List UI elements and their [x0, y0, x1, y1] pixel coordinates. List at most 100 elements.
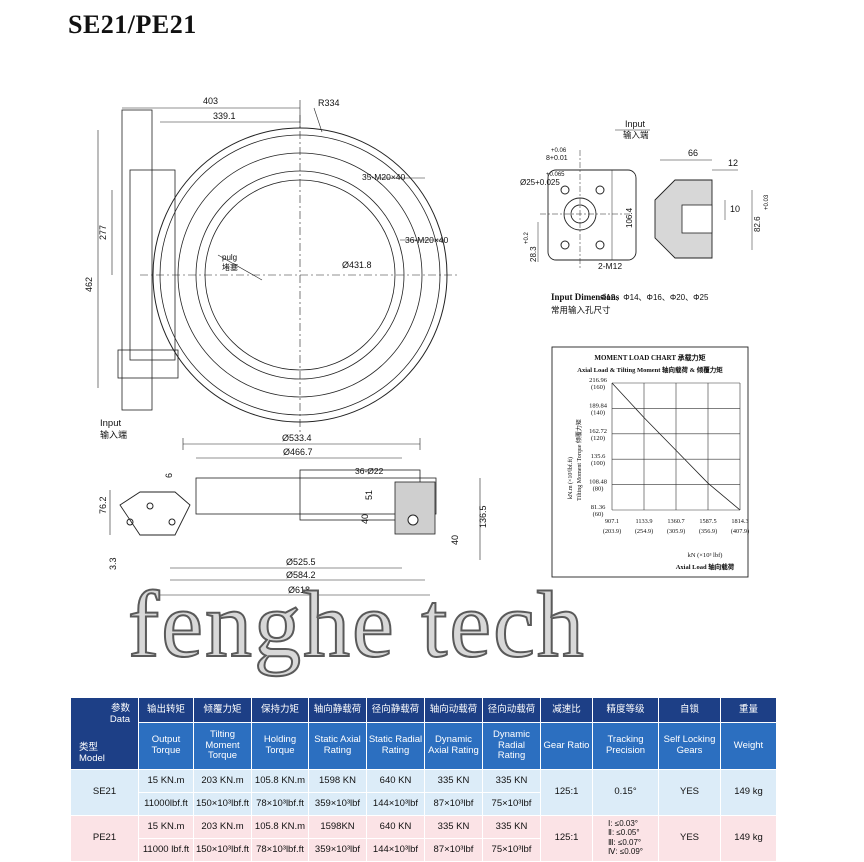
tol-3: +0.065 [546, 172, 565, 178]
chart-y-tick: 216.96 [589, 377, 608, 384]
tol-5: +0.03 [764, 194, 770, 210]
dim-r334: R334 [318, 98, 340, 108]
chart-frame [551, 346, 749, 578]
cell: 144×10³lbf [366, 838, 425, 862]
chart-y-tick: 162.72 [589, 428, 607, 435]
cell: 203 KN.m [193, 815, 252, 839]
technical-drawing: 403 339.1 R334 35-M20×40 36-M20×40 Ø431.… [84, 96, 770, 596]
cell: 144×10³lbf [366, 792, 425, 816]
dim-403: 403 [203, 96, 218, 106]
chart-x-tick-alt: (356.9) [699, 528, 717, 535]
dim-35-m20: 35-M20×40 [362, 172, 406, 182]
chart-x-tick-alt: (254.9) [635, 528, 653, 535]
watermark: fenghe tech [127, 573, 586, 677]
chart-x-tick: 1360.7 [667, 518, 684, 525]
input-label: Input [100, 418, 121, 429]
dim-d431: Ø431.8 [342, 260, 372, 270]
dim-12: 12 [728, 158, 738, 168]
page-title: SE21/PE21 [68, 10, 197, 39]
cell: 640 KN [366, 769, 425, 793]
dim-d466: Ø466.7 [283, 447, 313, 457]
cell: 15 KN.m [138, 769, 194, 793]
dim-3-3: 3.3 [108, 557, 118, 570]
cell: 335 KN [482, 769, 541, 793]
model-cell: PE21 [70, 815, 139, 862]
cell: 149 kg [720, 769, 777, 816]
chart-x-tick-alt: (305.9) [667, 528, 685, 535]
cell: 87×10³lbf [424, 792, 483, 816]
chart-y-tick-alt: (160) [591, 384, 605, 391]
dim-106: 106.4 [625, 207, 634, 228]
chart-x-tick-alt: (203.9) [603, 528, 621, 535]
cell: 15 KN.m [138, 815, 194, 839]
input-dims-cn: 常用输入孔尺寸 [551, 305, 611, 315]
col-en: Dynamic Axial Rating [424, 722, 483, 770]
moment-load-chart: MOMENT LOAD CHART 承载力矩 Axial Load & Tilt… [567, 353, 749, 571]
chart-xlabel2: Axial Load 轴向载荷 [676, 562, 735, 571]
precision-cell: Ⅰ: ≤0.03° Ⅱ: ≤0.05° Ⅲ: ≤0.07° Ⅳ: ≤0.09° [592, 815, 659, 862]
chart-y-tick-alt: (120) [591, 435, 605, 442]
dim-6: 6 [164, 473, 174, 478]
chart-y-tick-alt: (140) [591, 409, 605, 416]
col-cn: 保持力矩 [251, 697, 309, 723]
chart-y-tick: 135.6 [591, 453, 606, 460]
cell: 335 KN [424, 769, 483, 793]
cell: YES [658, 769, 721, 816]
col-en: Tilting Moment Torque [193, 722, 252, 770]
cell: 125:1 [540, 815, 593, 862]
dim-36-d22: 36-Ø22 [355, 466, 384, 476]
cell: 203 KN.m [193, 769, 252, 793]
cell: 359×10³lbf [308, 792, 367, 816]
chart-x-tick: 1814.3 [731, 518, 748, 525]
chart-x-tick-alt: (407.9) [731, 528, 749, 535]
dim-28: 28.3 [529, 246, 538, 262]
chart-y-tick-alt: (60) [593, 511, 604, 518]
cell: 1598KN [308, 815, 367, 839]
detail-input-label-cn: 输入端 [623, 130, 649, 140]
cell: 335 KN [424, 815, 483, 839]
chart-xlabel: kN (×10³ lbf) [688, 552, 723, 559]
col-cn: 轴向静载荷 [308, 697, 367, 723]
cell: 640 KN [366, 815, 425, 839]
chart-ylabel: Tilting Moment Torque 倾覆力矩 [575, 419, 583, 501]
bore-dim: Ø25+0.025 [520, 178, 560, 187]
cell: 125:1 [540, 769, 593, 816]
cell: 87×10³lbf [424, 838, 483, 862]
col-cn: 重量 [720, 697, 777, 723]
dim-82: 82.6 [753, 216, 762, 232]
dim-10: 10 [730, 204, 740, 214]
chart-subtitle: Axial Load & Tilting Moment 轴向载荷 & 倾覆力矩 [577, 365, 723, 374]
cell: 105.8 KN.m [251, 815, 309, 839]
cell: 11000lbf.ft [138, 792, 194, 816]
cell: 78×10³lbf.ft [251, 838, 309, 862]
chart-y-tick: 108.48 [589, 479, 607, 486]
plug-label-cn: 堵塞 [222, 262, 238, 272]
cell: 105.8 KN.m [251, 769, 309, 793]
dim-40b: 40 [450, 535, 460, 545]
dim-d525: Ø525.5 [286, 557, 316, 567]
input-dims-list: Φ12、Φ14、Φ16、Φ20、Φ25 [600, 293, 709, 302]
col-cn: 自锁 [658, 697, 721, 723]
m12-label: 2-M12 [598, 261, 622, 271]
dim-136: 136.5 [478, 505, 488, 528]
col-en: Output Torque [138, 722, 194, 770]
cell: 335 KN [482, 815, 541, 839]
chart-y-tick: 189.84 [589, 402, 608, 409]
cell: 149 kg [720, 815, 777, 862]
dim-66: 66 [688, 148, 698, 158]
col-cn: 径向动载荷 [482, 697, 541, 723]
chart-x-tick: 1133.9 [635, 518, 652, 525]
chart-series-line [611, 382, 741, 511]
dim-339: 339.1 [213, 111, 236, 121]
cell: 150×10³lbf.ft [193, 792, 252, 816]
dim-76: 76.2 [98, 496, 108, 514]
cell: 78×10³lbf.ft [251, 792, 309, 816]
table-row: PE21 15 KN.m 203 KN.m 105.8 KN.m 1598KN … [70, 815, 777, 862]
chart-y-tick-alt: (100) [591, 460, 605, 467]
cell: 0.15° [592, 769, 659, 816]
col-cn: 减速比 [540, 697, 593, 723]
detail-input-label: Input [625, 119, 646, 129]
col-cn: 轴向动载荷 [424, 697, 483, 723]
